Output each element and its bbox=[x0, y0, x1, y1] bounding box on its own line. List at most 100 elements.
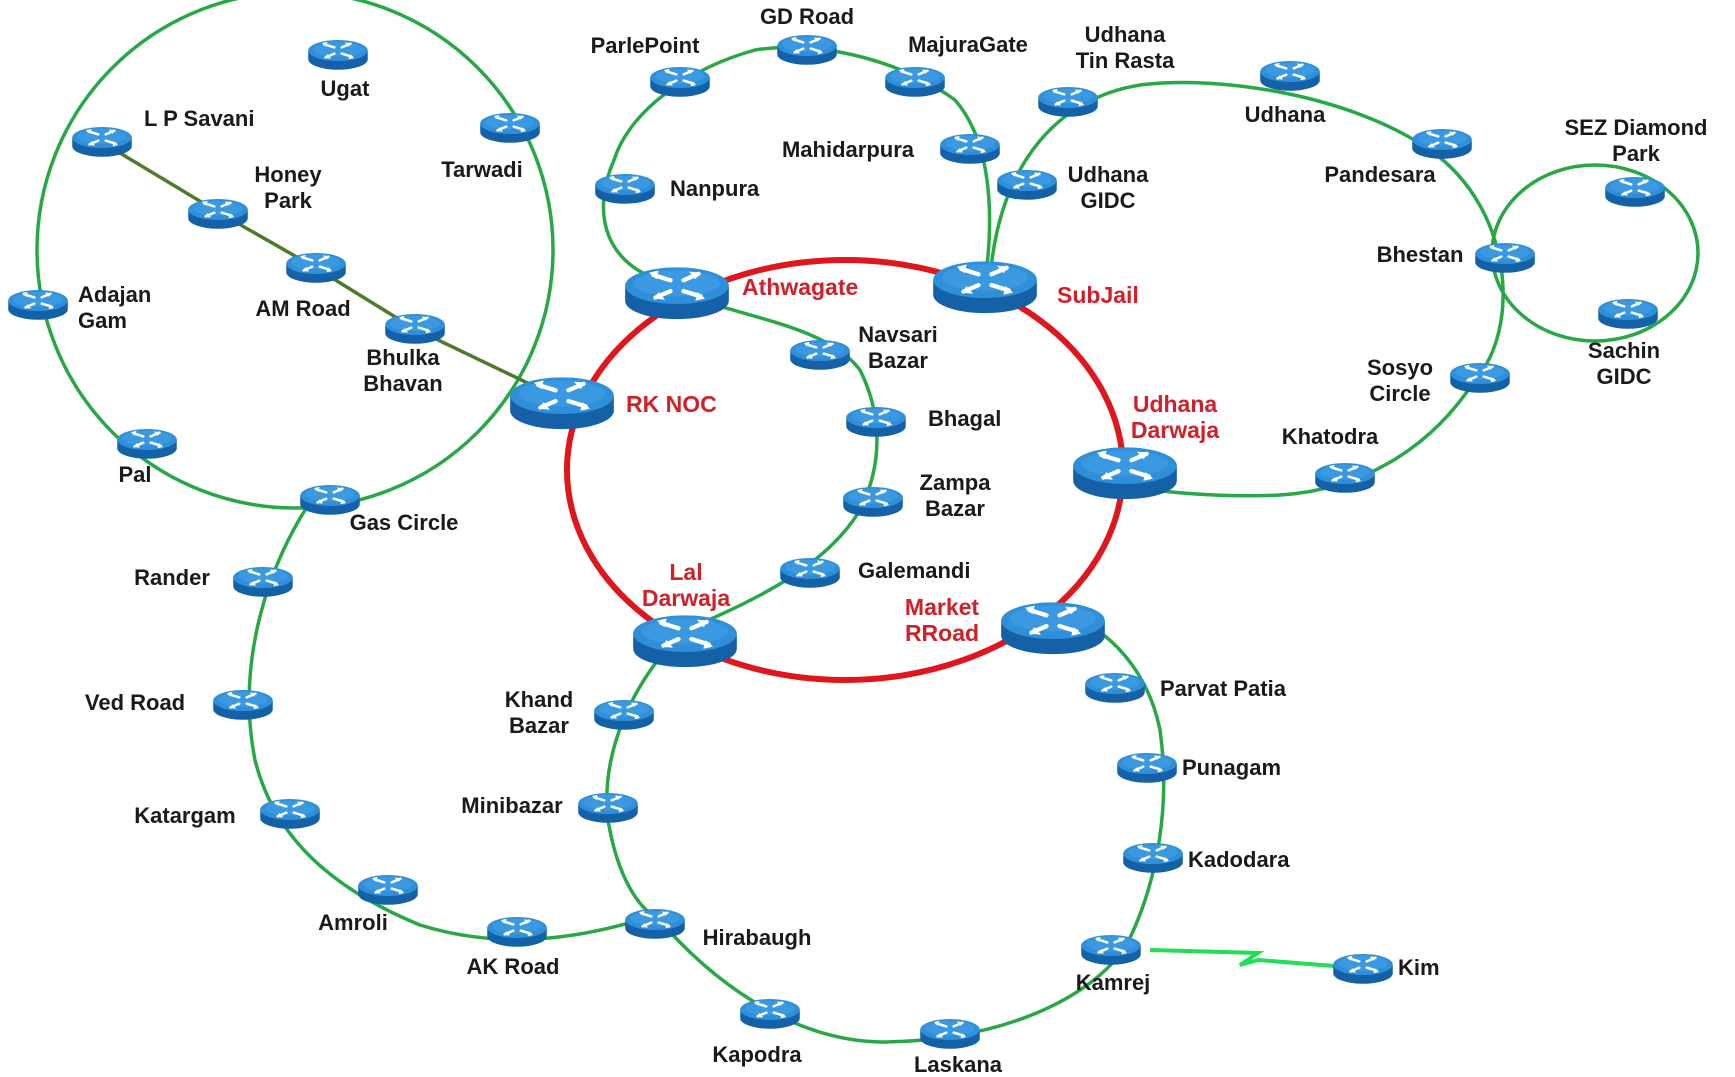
node-label-line: Katargam bbox=[134, 803, 235, 828]
node-label-line: Mahidarpura bbox=[782, 137, 915, 162]
node-label-line: Navsari bbox=[858, 322, 938, 347]
node-label-line: Lal bbox=[669, 559, 702, 585]
router-icon bbox=[594, 172, 656, 206]
node-subjail: SubJail bbox=[933, 261, 1139, 313]
node-label-line: Hirabaugh bbox=[703, 925, 812, 950]
node-label-line: Circle bbox=[1369, 381, 1430, 406]
router-icon bbox=[384, 312, 446, 346]
node-label: Nanpura bbox=[670, 176, 760, 201]
node-nanpura: Nanpura bbox=[594, 172, 760, 206]
node-label: Gas Circle bbox=[350, 510, 459, 535]
node-label: Tarwadi bbox=[441, 157, 523, 182]
node-label-line: Punagam bbox=[1182, 755, 1281, 780]
node-bhagal: Bhagal bbox=[845, 405, 1001, 439]
node-label-line: Kim bbox=[1398, 955, 1440, 980]
router-icon bbox=[593, 698, 655, 732]
router-icon bbox=[1116, 751, 1178, 785]
node-udhana: Udhana bbox=[1245, 59, 1326, 127]
node-label-line: Minibazar bbox=[461, 793, 563, 818]
node-gas-circle: Gas Circle bbox=[299, 483, 459, 535]
router-icon bbox=[285, 251, 347, 285]
node-label-line: Gas Circle bbox=[350, 510, 459, 535]
node-label-line: Bhavan bbox=[363, 371, 442, 396]
router-icon bbox=[624, 907, 686, 941]
node-label: Ugat bbox=[321, 76, 371, 101]
router-icon bbox=[232, 565, 294, 599]
node-label-line: Galemandi bbox=[858, 558, 970, 583]
node-label: Athwagate bbox=[742, 274, 858, 300]
node-label-line: Bazar bbox=[509, 713, 569, 738]
node-label-line: Udhana bbox=[1085, 22, 1166, 47]
node-amroli: Amroli bbox=[318, 873, 419, 935]
node-label-line: Athwagate bbox=[742, 274, 858, 300]
node-label: SubJail bbox=[1057, 282, 1139, 308]
router-icon bbox=[1314, 461, 1376, 495]
router-icon bbox=[1259, 59, 1321, 93]
router-icon bbox=[933, 261, 1037, 313]
node-kim: Kim bbox=[1332, 952, 1440, 986]
router-icon bbox=[307, 38, 369, 72]
router-icon bbox=[649, 65, 711, 99]
node-parlepoint: ParlePoint bbox=[591, 33, 711, 99]
west-ring bbox=[35, 0, 555, 510]
router-icon bbox=[625, 267, 729, 319]
router-icon bbox=[1411, 127, 1473, 161]
router-icon bbox=[776, 33, 838, 67]
node-label-line: Udhana bbox=[1068, 162, 1149, 187]
node-label-line: Udhana bbox=[1245, 102, 1326, 127]
node-label-line: RK NOC bbox=[626, 391, 717, 417]
node-label-line: Rander bbox=[134, 565, 210, 590]
node-label-line: Bazar bbox=[868, 348, 928, 373]
udhana-ring bbox=[988, 80, 1505, 498]
node-rk-noc: RK NOC bbox=[510, 377, 717, 429]
node-label: Udhana bbox=[1245, 102, 1326, 127]
node-label-line: AK Road bbox=[467, 954, 560, 979]
node-label-line: RRoad bbox=[905, 620, 979, 646]
router-icon bbox=[1449, 361, 1511, 395]
router-icon bbox=[1332, 952, 1394, 986]
node-parvat-patia: Parvat Patia bbox=[1084, 671, 1287, 705]
node-label-line: Zampa bbox=[920, 470, 992, 495]
node-laskana: Laskana bbox=[914, 1017, 1003, 1077]
node-khatodra: Khatodra bbox=[1282, 424, 1379, 495]
node-rander: Rander bbox=[134, 565, 294, 599]
hirabaugh-link bbox=[605, 633, 682, 922]
node-label-line: ParlePoint bbox=[591, 33, 700, 58]
node-label-line: SEZ Diamond bbox=[1564, 115, 1707, 140]
router-icon bbox=[842, 485, 904, 519]
node-minibazar: Minibazar bbox=[461, 791, 639, 825]
node-label: L P Savani bbox=[144, 106, 254, 131]
node-label-line: GIDC bbox=[1081, 188, 1136, 213]
router-icon bbox=[1080, 933, 1142, 967]
node-label-line: Bhestan bbox=[1377, 242, 1464, 267]
node-kamrej: Kamrej bbox=[1076, 933, 1150, 995]
node-athwagate: Athwagate bbox=[625, 267, 858, 319]
node-label-line: Sosyo bbox=[1367, 355, 1433, 380]
node-tarwadi: Tarwadi bbox=[441, 111, 541, 182]
node-label-line: Laskana bbox=[914, 1052, 1003, 1077]
node-label-line: GIDC bbox=[1597, 364, 1652, 389]
router-icon bbox=[779, 556, 841, 590]
router-icon bbox=[884, 65, 946, 99]
node-label-line: Bazar bbox=[925, 496, 985, 521]
node-ak-road: AK Road bbox=[467, 915, 560, 979]
router-icon bbox=[1001, 602, 1105, 654]
node-label: Katargam bbox=[134, 803, 235, 828]
node-label: Punagam bbox=[1182, 755, 1281, 780]
node-lp-savani: L P Savani bbox=[71, 106, 254, 159]
node-label-line: SubJail bbox=[1057, 282, 1139, 308]
node-label-line: Park bbox=[264, 188, 312, 213]
router-icon bbox=[479, 111, 541, 145]
